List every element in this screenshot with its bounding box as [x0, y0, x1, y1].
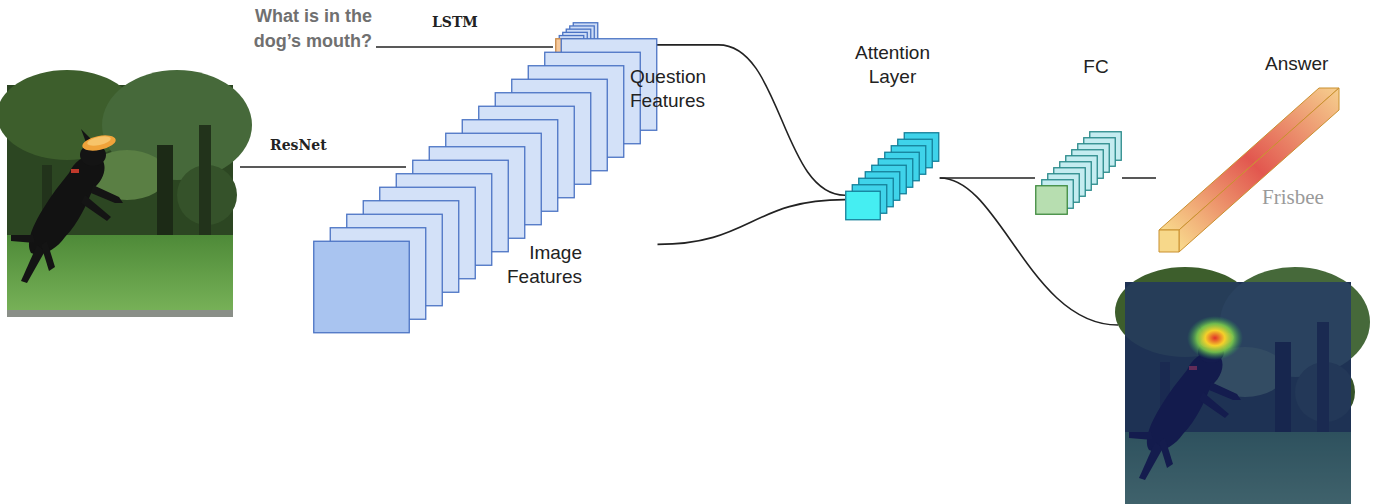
attention-heatmap	[1115, 267, 1370, 504]
text-holder: Frisbee	[1262, 184, 1342, 210]
resnet-leader-line	[240, 166, 406, 168]
heatmap-blob	[1187, 316, 1243, 360]
bar-end-face	[1159, 230, 1179, 252]
label-holder: ResNet	[270, 136, 350, 154]
answer-bar: AnswerFrisbee	[1156, 86, 1342, 254]
label-holder: LSTM	[432, 13, 502, 31]
text-holder: Attention Layer	[835, 41, 950, 89]
connector-line	[1122, 177, 1156, 179]
model-name: ResNet	[270, 136, 350, 154]
photo-scene	[0, 70, 252, 317]
text-holder: Image Features	[498, 241, 582, 289]
layer-label: Question Features	[630, 65, 725, 113]
answer-text: Frisbee	[1262, 184, 1342, 210]
connector-line	[940, 177, 1036, 179]
node-shape	[845, 132, 940, 221]
model-name: LSTM	[432, 13, 502, 31]
layer-label: FC	[1071, 55, 1121, 79]
text-holder: FC	[1071, 55, 1121, 79]
attention-layer-stack: Attention Layer	[845, 132, 940, 221]
feature-map-layer	[314, 241, 410, 333]
connector-line	[658, 200, 846, 245]
lstm-leader-line	[376, 46, 553, 48]
text-holder: Answer	[1265, 52, 1345, 76]
node-shape	[313, 38, 658, 334]
feature-map-layer	[1036, 186, 1068, 215]
node-shape	[1035, 131, 1122, 215]
bar-side-face	[1179, 88, 1339, 252]
input-photo	[0, 70, 252, 317]
feature-map-layer	[846, 191, 881, 220]
image-feature-stack: Image Features	[313, 38, 658, 334]
fc-layer-stack: FC	[1035, 131, 1122, 215]
layer-label: Image Features	[498, 241, 582, 289]
question-text: What is in the dog’s mouth?	[217, 4, 372, 54]
layer-label: Attention Layer	[835, 41, 950, 89]
heatmap-tint	[1125, 282, 1351, 504]
layer-label: Answer	[1265, 52, 1345, 76]
text-holder: Question Features	[630, 65, 725, 113]
node-shape	[1156, 86, 1342, 254]
heatmap-scene	[1115, 267, 1370, 504]
label-holder: What is in the dog’s mouth?	[217, 4, 372, 54]
heatmap-connector	[940, 178, 1118, 325]
